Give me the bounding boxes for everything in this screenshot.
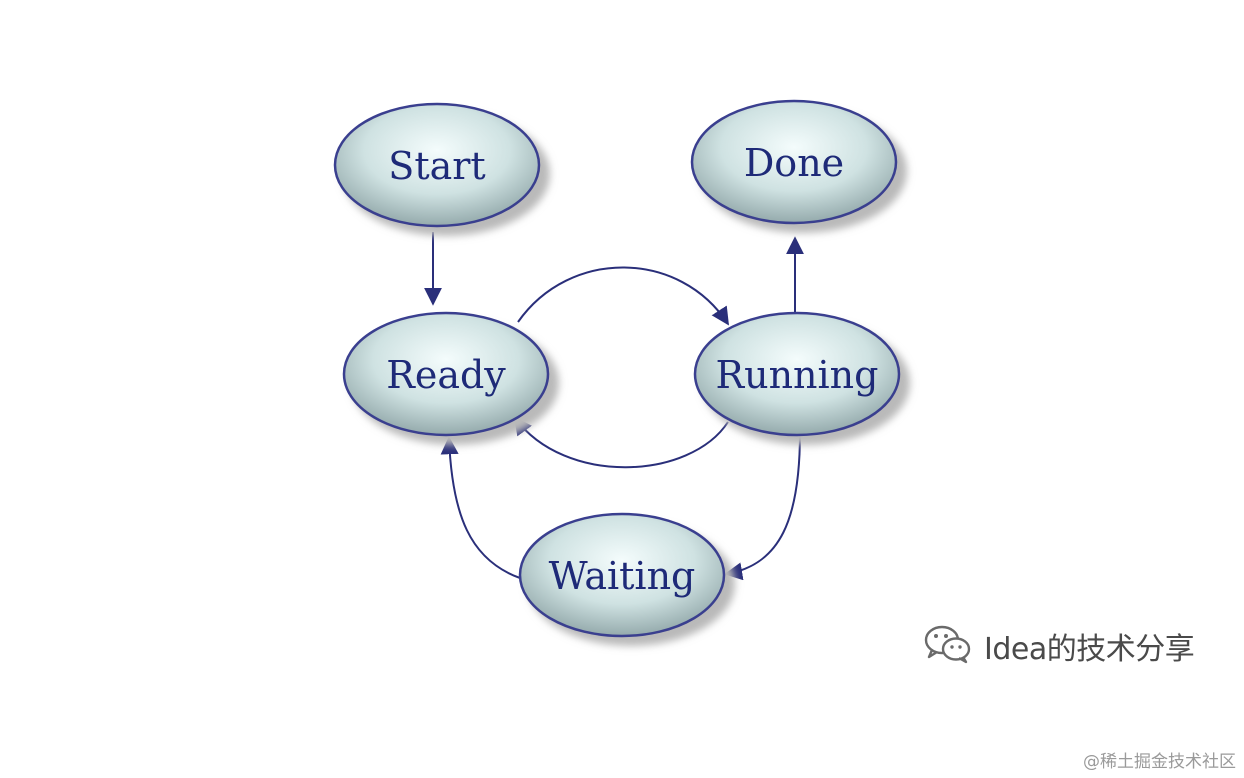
node-waiting-shape — [518, 512, 726, 638]
node-done-label: Done — [744, 141, 844, 185]
node-waiting: Waiting — [518, 512, 735, 646]
watermark: Idea的技术分享 — [922, 624, 1195, 668]
edge-running-waiting — [724, 431, 801, 581]
node-waiting-label: Waiting — [549, 554, 696, 598]
node-ready-label: Ready — [386, 353, 506, 397]
node-running-shape — [693, 311, 901, 437]
node-running: Running — [693, 311, 910, 445]
wechat-icon — [922, 624, 974, 668]
node-done: Done — [690, 99, 907, 233]
node-done-shape — [690, 99, 898, 225]
edges — [424, 232, 804, 581]
node-running-label: Running — [716, 353, 879, 397]
watermark-text: Idea的技术分享 — [984, 632, 1195, 667]
node-start: Start — [333, 102, 550, 236]
edge-waiting-ready — [440, 436, 521, 579]
node-ready-shape — [342, 311, 550, 437]
edge-running-ready — [513, 416, 729, 469]
node-start-shape — [333, 102, 541, 228]
footer-credit: @稀土掘金技术社区 — [1083, 752, 1236, 772]
node-ready: Ready — [342, 311, 559, 445]
node-start-label: Start — [388, 144, 485, 188]
edge-ready-running — [517, 266, 729, 326]
